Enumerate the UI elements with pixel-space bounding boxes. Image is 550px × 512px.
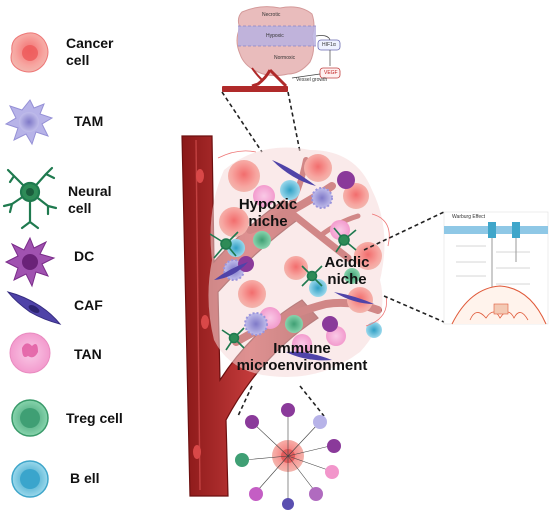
pointer-line-immune-left xyxy=(237,385,253,417)
immune-microenvironment-label: Immune microenvironment xyxy=(236,340,368,374)
legend-label-cancer-cell: Cancer cell xyxy=(66,35,114,68)
dc-icon xyxy=(4,236,56,288)
pointer-line-immune-right xyxy=(299,385,325,417)
cancer-cell-icon xyxy=(10,32,49,73)
legend-label-tan: TAN xyxy=(74,346,102,362)
neural-cell-icon xyxy=(2,166,58,230)
vessel-growth-label: Vessel growth xyxy=(296,77,328,83)
legend-label-caf: CAF xyxy=(74,297,103,313)
acidic-niche-label: Acidic niche xyxy=(324,254,370,288)
warburg-title: Warburg Effect xyxy=(452,214,486,220)
legend-label-dc: DC xyxy=(74,248,95,264)
normoxic-label: Normoxic xyxy=(274,55,296,61)
treg-cell-icon xyxy=(11,399,49,437)
vegf-label: VEGF xyxy=(324,70,338,76)
b-cell-icon xyxy=(11,460,49,498)
pointer-line-acidic-bottom xyxy=(383,295,445,323)
pointer-line-hypoxia-right xyxy=(287,91,301,153)
necrotic-label: Necrotic xyxy=(262,12,281,18)
caf-icon xyxy=(6,291,62,325)
tumor-cluster xyxy=(208,147,390,377)
legend-label-tam: TAM xyxy=(74,113,104,129)
legend-label-treg-cell: Treg cell xyxy=(66,410,123,426)
legend-label-b-cell: B ell xyxy=(70,470,100,486)
pointer-line-hypoxia-left xyxy=(221,91,263,153)
pointer-line-acidic-top xyxy=(363,211,445,251)
tan-icon xyxy=(9,332,51,374)
hypoxia-inset xyxy=(222,6,341,92)
tam-icon xyxy=(4,99,54,146)
hypoxic-label: Hypoxic xyxy=(266,33,284,39)
hif-label: HIF1α xyxy=(322,42,336,48)
hypoxic-niche-label: Hypoxic niche xyxy=(238,196,298,230)
immune-inset xyxy=(235,403,341,510)
legend-label-neural-cell: Neural cell xyxy=(68,183,112,216)
warburg-inset xyxy=(443,211,549,325)
